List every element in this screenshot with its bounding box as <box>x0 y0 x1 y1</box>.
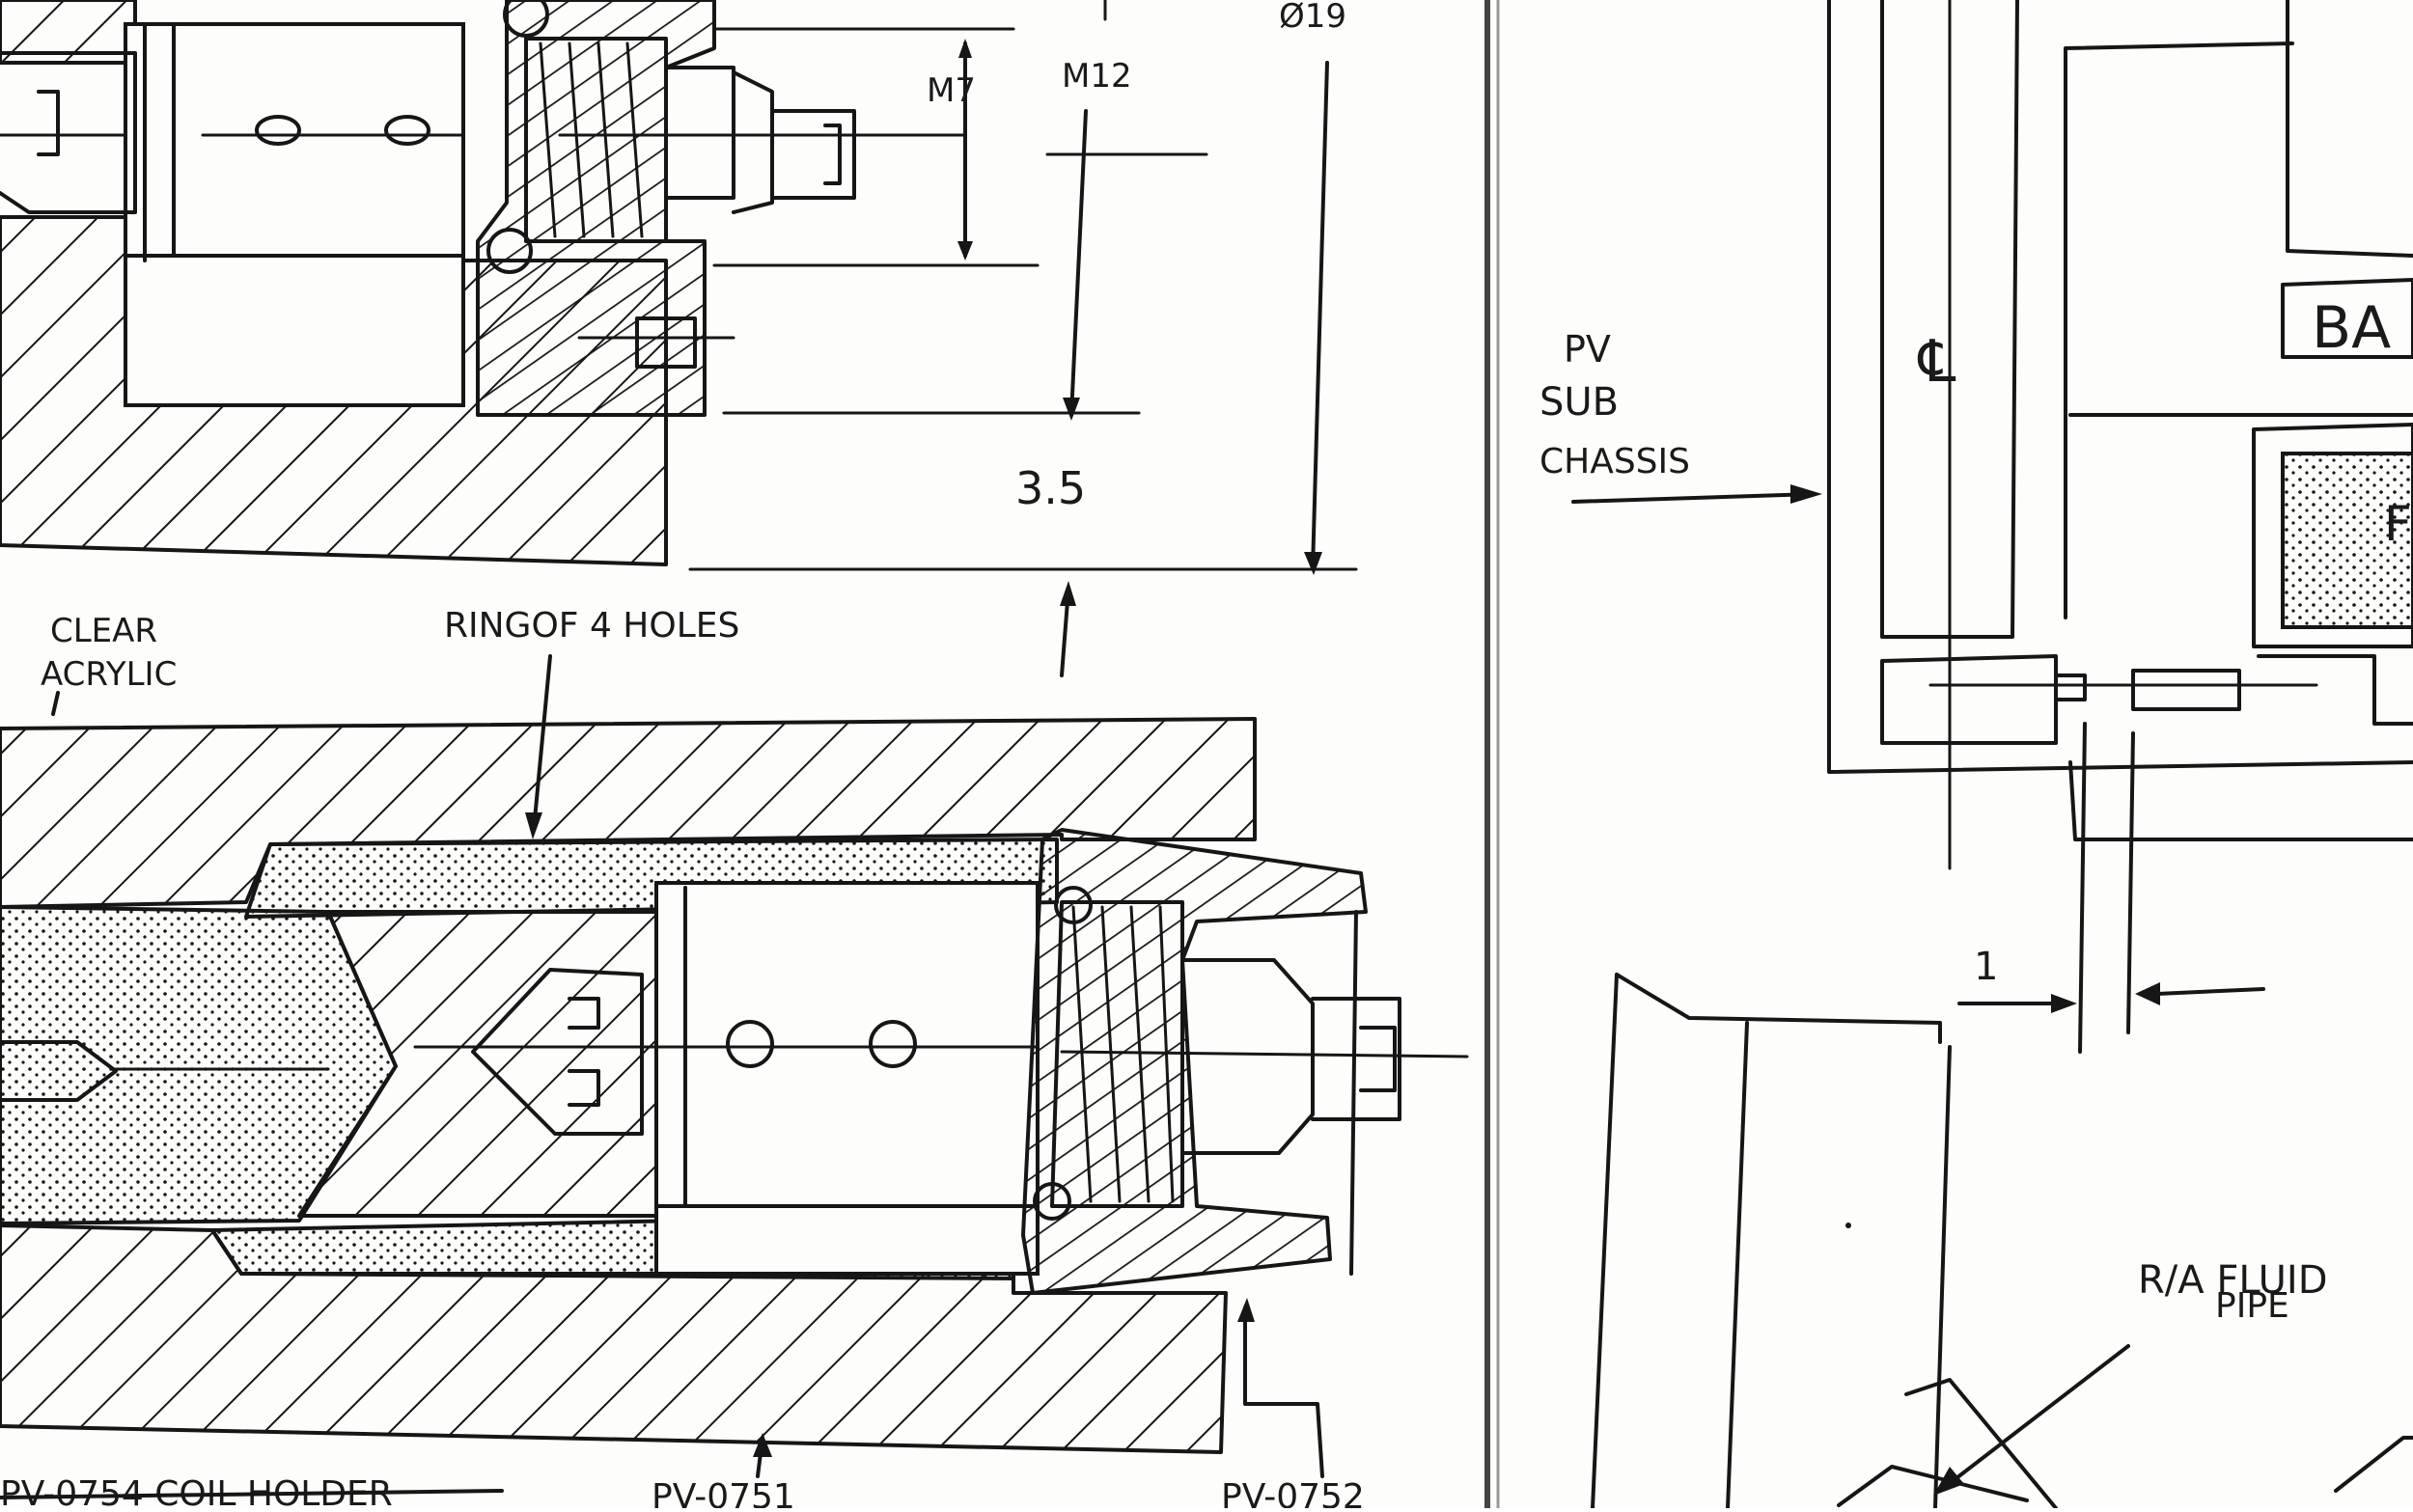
callout-clear: CLEAR <box>50 612 157 650</box>
dim-3-5: 3.5 <box>1015 462 1086 514</box>
upper-assembly <box>0 0 967 566</box>
lower-assembly <box>0 717 1469 1478</box>
callout-ring-of-holes: RINGOF 4 HOLES <box>444 606 739 646</box>
right-assembly: BA F 1 <box>1571 0 2413 1510</box>
callout-chassis: CHASSIS <box>1539 442 1690 481</box>
part-coil-holder-strike <box>0 1489 504 1499</box>
dim-m7: M7 <box>927 71 976 110</box>
callout-acrylic: ACRYLIC <box>41 655 177 694</box>
part-pv-0752: PV-0752 <box>1221 1477 1365 1508</box>
part-pv-0751: PV-0751 <box>652 1477 795 1508</box>
sheet-divider <box>1484 0 1500 1508</box>
upper-thread-hatch <box>476 0 716 417</box>
callout-fluid: R/A FLUID <box>2138 1258 2328 1303</box>
callout-pipe: PIPE <box>2215 1286 2289 1326</box>
leader-acrylic <box>51 691 60 716</box>
callout-sub: SUB <box>1539 380 1619 425</box>
box-label-ba: BA <box>2312 294 2391 362</box>
dim-gap-1: 1 <box>1974 945 1998 989</box>
upper-dimensions <box>688 0 1358 677</box>
dim-dia19: Ø19 <box>1279 0 1346 36</box>
callout-pv: PV <box>1564 328 1611 371</box>
box-label-f: F <box>2384 496 2412 552</box>
dim-m12: M12 <box>1062 57 1132 96</box>
centerline-symbol: ℄ <box>1917 328 1956 396</box>
lower-thread-hatch <box>1021 828 1368 1295</box>
left-acrylic-dots <box>0 905 398 1225</box>
